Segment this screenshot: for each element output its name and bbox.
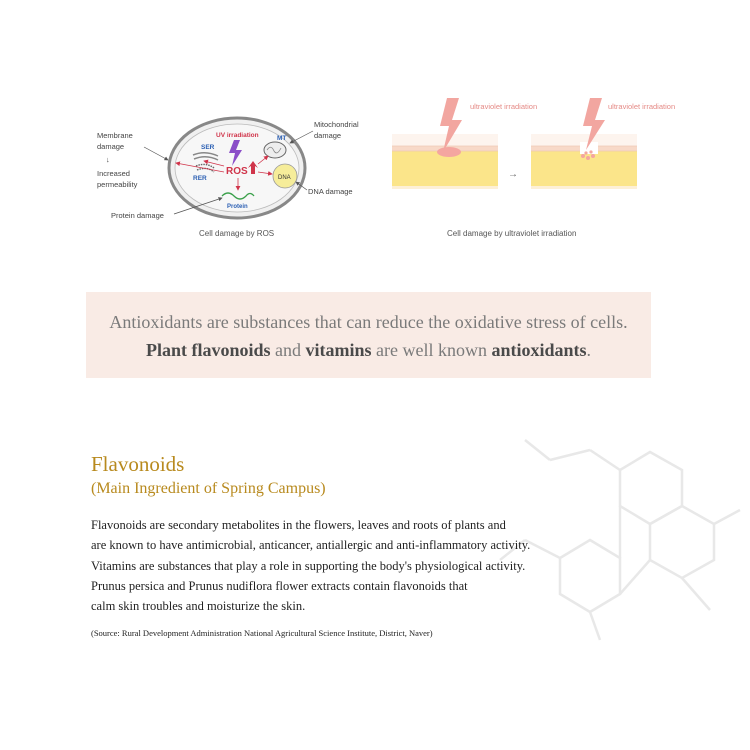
protein-label: Protein <box>227 204 248 210</box>
transition-arrow: → <box>508 169 518 180</box>
uv-lightning-icon <box>229 140 242 166</box>
section-title: Flavonoids <box>91 452 185 476</box>
down-arrow-label: ↓ <box>106 155 110 164</box>
source-note: (Source: Rural Development Administratio… <box>91 628 433 638</box>
diagram-area: UV irradiation SER RER ROS MT DNA Protei… <box>97 98 675 238</box>
highlight-term-vitamins: vitamins <box>305 340 372 360</box>
uv-skin-diagram: ultraviolet irradiation → ultraviolet ir… <box>392 98 675 238</box>
dna-icon <box>272 163 298 189</box>
ros-caption: Cell damage by ROS <box>199 229 274 238</box>
rer-label: RER <box>193 175 207 182</box>
highlight-line-1: Antioxidants are substances that can red… <box>109 312 628 332</box>
uv-label-left: ultraviolet irradiation <box>470 102 537 111</box>
ser-icon <box>192 152 219 161</box>
highlight-text: . <box>586 340 592 360</box>
increased-permeability-label: Increased permeability <box>97 169 138 189</box>
uv-label: UV irradiation <box>216 132 259 139</box>
ros-label: ROS <box>226 166 248 177</box>
ros-up-arrow-icon <box>248 161 258 174</box>
dna-damage-label: DNA damage <box>308 187 353 196</box>
uv-label-right: ultraviolet irradiation <box>608 102 675 111</box>
dna-label: DNA <box>278 175 291 181</box>
mitochondria-icon <box>263 141 287 159</box>
highlight-line-2: Plant flavonoids and vitamins are well k… <box>86 340 651 361</box>
highlight-term-flavonoids: Plant flavonoids <box>145 340 271 360</box>
skin-panel-after: ultraviolet irradiation <box>531 98 675 189</box>
body-line: calm skin troubles and moisturize the sk… <box>91 599 306 614</box>
mitochondrial-damage-label: Mitochondrial damage <box>314 120 361 140</box>
lightning-icon-left <box>440 98 462 152</box>
highlight-term-antioxidants: antioxidants <box>491 340 587 360</box>
body-line: are known to have antimicrobial, antican… <box>91 538 531 553</box>
molecule-decoration-icon <box>499 439 741 641</box>
body-line: Prunus persica and Prunus nudiflora flow… <box>91 578 468 593</box>
membrane-damage-label: Membrane damage <box>97 131 135 151</box>
antioxidant-highlight-box: Antioxidants are substances that can red… <box>86 292 651 378</box>
ros-cell-diagram: UV irradiation SER RER ROS MT DNA Protei… <box>97 116 361 238</box>
protein-icon <box>221 192 255 200</box>
protein-damage-label: Protein damage <box>111 211 164 220</box>
section-subtitle: (Main Ingredient of Spring Campus) <box>91 480 326 497</box>
mt-label: MT <box>277 135 286 142</box>
section-body: Flavonoids are secondary metabolites in … <box>91 515 561 616</box>
ser-label: SER <box>201 144 215 151</box>
body-line: Flavonoids are secondary metabolites in … <box>91 518 506 532</box>
skin-panel-before: ultraviolet irradiation <box>392 98 537 189</box>
uv-caption: Cell damage by ultraviolet irradiation <box>447 229 576 238</box>
lightning-icon-right <box>583 98 605 150</box>
body-line: Vitamins are substances that play a role… <box>91 558 526 573</box>
highlight-text: and <box>270 340 306 360</box>
highlight-text: are well known <box>371 340 492 360</box>
